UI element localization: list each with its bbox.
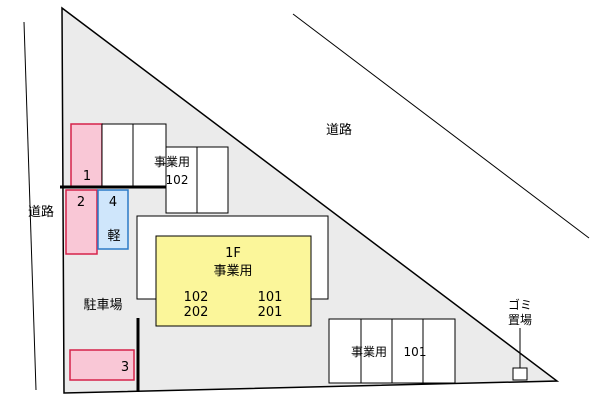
business-102-number: 102 [166,173,189,187]
parking-space-2-number: 2 [77,195,85,210]
business-102-parking: 事業用 102 [154,146,229,214]
room-201: 201 [258,305,283,320]
parking-space-1-number: 1 [83,169,91,184]
site-lot [61,6,560,394]
room-101: 101 [258,290,283,305]
parking-space-4-note: 軽 [107,229,120,244]
road-label-top-right: 道路 [326,122,352,138]
garbage-label-line2: 置場 [508,313,532,327]
parking-space-2 [65,189,98,255]
building-first-floor [155,235,312,327]
business-102-label: 事業用 [154,155,190,169]
right-road-edge-line [292,13,590,239]
garbage-area: ゴミ 置場 [508,297,532,381]
top-parking-stalls: 1 [60,123,167,189]
business-101-label: 事業用 [351,345,387,359]
garbage-label-line1: ゴミ [508,297,532,312]
room-202: 202 [184,305,209,320]
business-102-stall [165,146,198,214]
left-road-edge-line [23,21,37,391]
business-101-number: 101 [404,345,427,359]
parking-space-3-number: 3 [121,360,129,375]
business-101-stall [328,318,362,384]
business-101-stall [422,318,456,384]
parking-space-4-number: 4 [109,195,117,210]
business-102-stall [196,146,229,214]
parking-stall-empty [101,123,134,188]
business-101-stall [360,318,393,384]
parking-space-3 [69,349,135,381]
road-label-left: 道路 [28,204,54,220]
room-102: 102 [184,290,209,305]
business-101-stall [391,318,424,384]
business-101-parking: 事業用 101 [328,318,456,384]
building-use-label: 事業用 [213,263,252,279]
building-floor-label: 1F [225,246,241,261]
parking-stall-empty [132,123,167,188]
parking-space-4 [97,189,129,250]
garbage-bin-icon [512,367,528,381]
parking-area-label: 駐車場 [83,298,122,313]
